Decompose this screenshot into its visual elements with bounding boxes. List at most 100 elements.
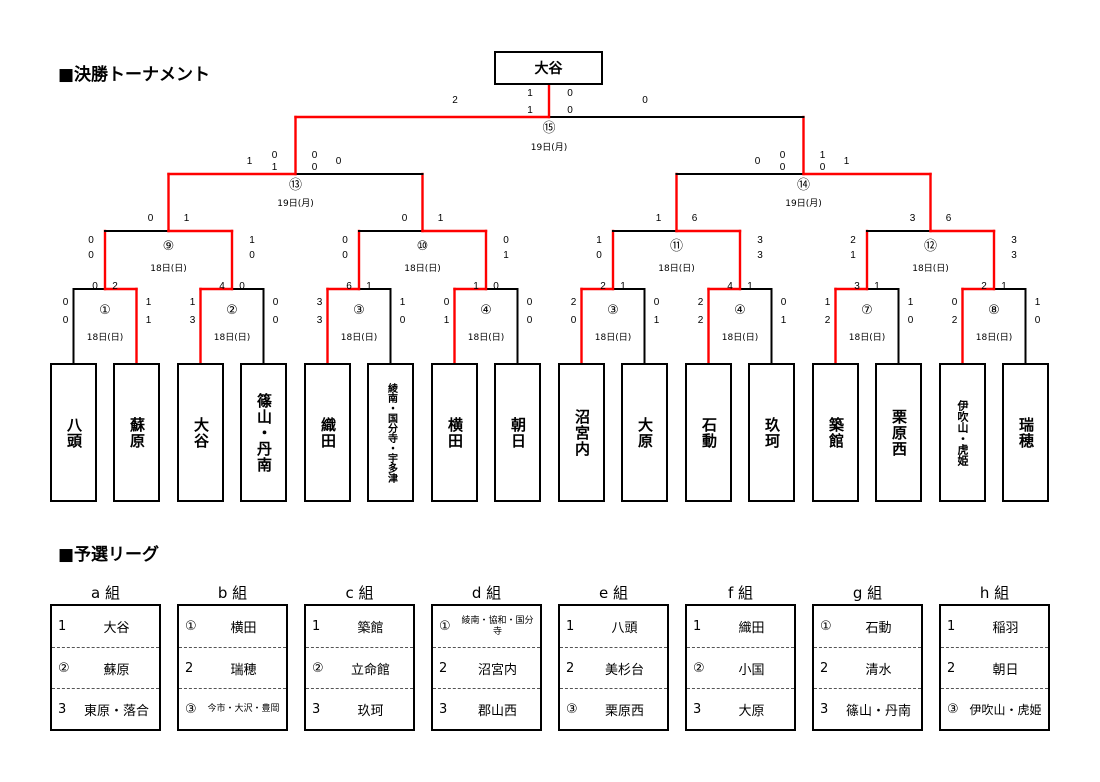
score: 0: [443, 297, 450, 308]
group-rank: ③: [947, 701, 959, 717]
score: 1: [850, 250, 856, 261]
league-section-title: ■予選リーグ: [58, 545, 160, 565]
score: 2: [697, 315, 704, 326]
group-team: 瑞穂: [230, 662, 257, 678]
group-rank: 3: [58, 701, 67, 717]
score: 0: [271, 150, 278, 161]
score: 3: [757, 235, 763, 246]
group-team: 朝日: [992, 662, 1019, 678]
score: 0: [239, 281, 245, 292]
team-name: 栗原西: [890, 408, 908, 457]
tournament-section-title: ■決勝トーナメント: [58, 65, 211, 85]
group-team: 清水: [865, 662, 892, 678]
group-team: 織田: [738, 621, 765, 636]
score: 1: [596, 235, 602, 246]
match-date: 18日(日): [721, 333, 759, 343]
score: 3: [757, 250, 763, 261]
team-name: 織田: [319, 416, 337, 449]
score: 1: [473, 281, 479, 292]
score: 2: [112, 281, 118, 292]
score: 0: [88, 235, 94, 246]
team-name: 八頭: [65, 416, 83, 449]
score: 0: [1034, 315, 1041, 326]
score: 0: [88, 250, 94, 261]
group-team: 栗原西: [604, 703, 644, 719]
group-rank: 2: [185, 660, 194, 676]
group-title: b 組: [217, 584, 248, 602]
group-row: 2 清水: [814, 647, 921, 688]
score: 6: [945, 213, 952, 224]
group-rank: ②: [693, 660, 705, 676]
group-team: 立命館: [350, 662, 390, 678]
group-rank: 1: [947, 619, 956, 634]
score: 0: [526, 297, 533, 308]
score: 1: [399, 297, 406, 308]
group-team: 篠山・丹南: [845, 703, 911, 719]
score: 1: [653, 315, 660, 326]
score: 0: [503, 235, 509, 246]
group-title: e 組: [599, 584, 628, 602]
match-number: ⑨: [162, 239, 175, 254]
group-title: g 組: [852, 584, 883, 602]
match-date: 18日(日): [150, 264, 187, 274]
group-row: 1 稲羽: [941, 606, 1048, 647]
score: 0: [779, 150, 786, 161]
group-rank: 2: [566, 660, 575, 676]
group-team: 石動: [865, 621, 892, 636]
score: 0: [342, 250, 348, 261]
score: 1: [145, 297, 152, 308]
match-number: ⑮: [542, 121, 556, 136]
score: 1: [249, 235, 255, 246]
score: 2: [600, 281, 606, 292]
score: 0: [570, 315, 577, 326]
score: 0: [653, 297, 660, 308]
match-number: ④: [480, 303, 492, 318]
score: 1: [189, 297, 196, 308]
team-name: 篠山・丹南: [255, 392, 273, 473]
score: 0: [642, 95, 648, 106]
team-box: 綾南・国分寺・宇多津: [367, 363, 414, 502]
score: 1: [843, 156, 850, 167]
group-rank: 1: [312, 619, 321, 634]
team-name: 大原: [636, 416, 654, 449]
group-team: 大原: [738, 703, 765, 719]
score: 0: [62, 315, 69, 326]
champion-name: 大谷: [534, 61, 563, 77]
group-rank: ③: [566, 701, 578, 717]
group-rank: 2: [820, 660, 829, 676]
group-team: 郡山西: [477, 703, 517, 719]
match-number: ⑧: [988, 303, 1000, 318]
score: 2: [981, 281, 987, 292]
group-title: c 組: [345, 584, 374, 602]
team-name: 伊吹山・虎姫: [956, 399, 969, 466]
score: 0: [493, 281, 499, 292]
match-number: ③: [607, 303, 619, 318]
score: 0: [272, 297, 279, 308]
score: 0: [399, 315, 406, 326]
score: 1: [183, 213, 190, 224]
group-rank: ①: [820, 619, 832, 634]
score: 0: [567, 88, 573, 99]
score: 0: [596, 250, 602, 261]
score: 1: [145, 315, 152, 326]
score: 2: [570, 297, 577, 308]
match-date: 18日(日): [467, 333, 505, 343]
score: 1: [747, 281, 753, 292]
group-rank: 1: [566, 619, 575, 634]
group-team: 稲羽: [992, 621, 1019, 636]
team-name: 横田: [446, 416, 464, 449]
match-number: ⑬: [288, 178, 302, 193]
match-date: 18日(日): [594, 333, 632, 343]
